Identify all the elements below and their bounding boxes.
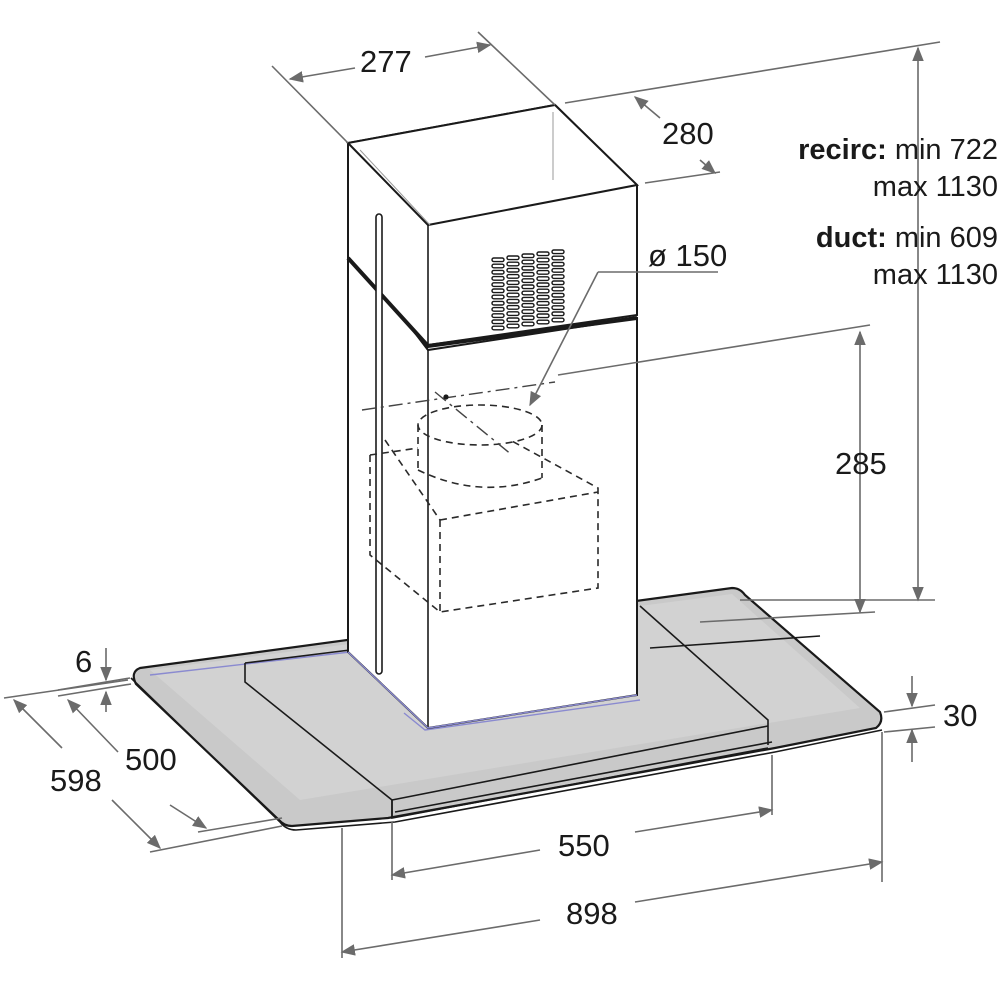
vent-slot [491,263,505,269]
vent-slot [491,294,505,300]
vent-slot [551,249,565,255]
recirc-min-line: recirc: min 722 [798,136,998,165]
vent-slot [491,269,505,275]
vent-slot [491,313,505,319]
vent-slot [491,275,505,281]
vent-slot [536,251,550,257]
dim-canopy-depth-outer: 598 [50,763,102,798]
vent-slot [536,263,550,269]
vent-slot [536,319,550,325]
vent-slot [521,302,535,308]
vent-slot [506,267,520,273]
dim-glass-thickness: 6 [75,644,93,679]
recirc-key: recirc: [798,134,887,166]
dim-duct-diameter: ø 150 [648,238,728,273]
vent-slot [521,265,535,271]
dim-canopy-width: 898 [566,896,618,931]
vent-slot [491,300,505,306]
vent-slot [536,307,550,313]
vent-slot [506,311,520,317]
vent-slot [551,267,565,273]
vent-slot [506,304,520,310]
vent-slot [536,313,550,319]
vent-slot [521,309,535,315]
vent-slot [506,292,520,298]
vent-slot [536,282,550,288]
vent-slot [521,321,535,327]
vent-slot [491,257,505,263]
dim-edge-height: 30 [943,698,978,733]
vent-slot [506,280,520,286]
vent-slot [491,325,505,331]
recirc-max: max 1130 [872,171,998,203]
vent-slot [491,306,505,312]
vent-slot [506,298,520,304]
vent-slot [536,294,550,300]
duct-min-line: duct: min 609 [816,224,998,253]
recirc-min: min 722 [894,134,998,166]
vent-slot [551,280,565,286]
vent-slot [506,261,520,267]
height-notes: recirc: min 722 max 1130 duct: min 609 m… [738,136,998,296]
vent-slot [521,278,535,284]
dim-canopy-depth-inner: 500 [125,742,177,777]
vent-slot [536,276,550,282]
hidden-motor-and-duct [361,381,599,613]
duct-max: max 1130 [872,259,998,291]
vent-grille [491,249,565,331]
vent-slot [536,269,550,275]
vent-slot [551,274,565,280]
vent-slot [551,292,565,298]
duct-min: min 609 [894,222,998,254]
vent-slot [551,298,565,304]
vent-slot [521,315,535,321]
vent-slot [551,261,565,267]
vent-slot [521,253,535,259]
vent-slot [551,317,565,323]
duct-key: duct: [815,222,887,254]
dim-motor-height: 285 [835,446,887,481]
vent-slot [551,311,565,317]
vent-slot [506,317,520,323]
dim-frame-width: 550 [558,828,610,863]
vent-slot [536,300,550,306]
vent-slot [491,282,505,288]
chimney [345,103,640,730]
dim-chimney-width: 277 [360,44,412,79]
vent-slot [536,288,550,294]
vent-slot [551,286,565,292]
vent-slot [491,288,505,294]
vent-slot [491,319,505,325]
vent-slot [551,255,565,261]
vent-slot [551,305,565,311]
vent-slot [521,296,535,302]
dimension-lines [3,31,941,958]
dim-chimney-depth: 280 [662,116,714,151]
vent-slot [521,271,535,277]
vent-slot [521,290,535,296]
vent-slot [536,257,550,263]
vent-slot [506,273,520,279]
vent-slot [506,255,520,261]
vent-slot [521,259,535,265]
vent-slot [506,286,520,292]
vent-slot [521,284,535,290]
vent-slot [506,323,520,329]
